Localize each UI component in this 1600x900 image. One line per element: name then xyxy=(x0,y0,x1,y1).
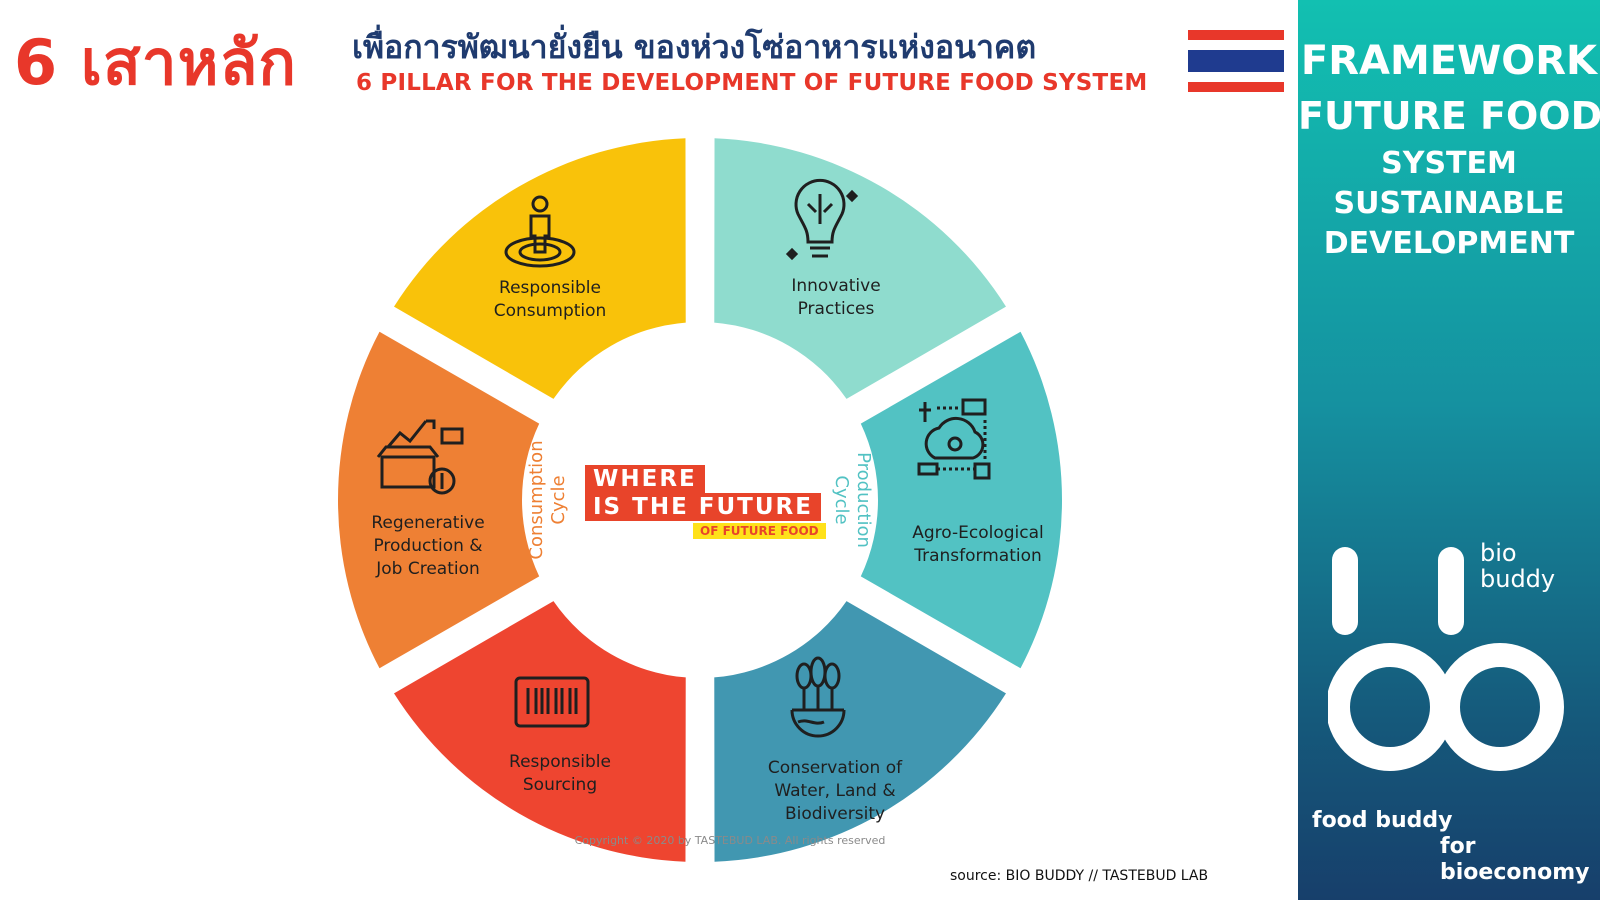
panel-title-line: DEVELOPMENT xyxy=(1323,226,1575,261)
footer-bioeconomy: bioeconomy xyxy=(1440,860,1590,885)
segment-responsible-consumption xyxy=(394,138,686,399)
english-subtitle: 6 PILLAR FOR THE DEVELOPMENT OF FUTURE F… xyxy=(356,70,1148,96)
panel-title-line: SUSTAINABLE xyxy=(1333,186,1565,221)
pillar-wheel xyxy=(338,138,1062,862)
lightbulb-circuit-icon xyxy=(785,178,859,261)
logo-text-bio: bio xyxy=(1480,539,1517,567)
right-panel: FRAMEWORK FUTURE FOOD SYSTEM SUSTAINABLE… xyxy=(1298,0,1600,900)
thai-subtitle: เพื่อการพัฒนายั่งยืน ของห่วงโซ่อาหารแห่ง… xyxy=(352,28,1037,66)
panel-title-line: FUTURE FOOD xyxy=(1298,94,1600,138)
cloud-network-icon xyxy=(917,398,991,480)
center-logo-line3: OF FUTURE FOOD xyxy=(693,523,826,539)
center-logo-line1: WHERE xyxy=(585,465,705,493)
footer-food-buddy: food buddy xyxy=(1312,808,1453,833)
segment-responsible-sourcing xyxy=(394,601,686,862)
center-logo: WHERE IS THE FUTURE OF FUTURE FOOD xyxy=(585,463,835,545)
copyright-text: Copyright © 2020 by TASTEBUD LAB. All ri… xyxy=(574,834,886,847)
segment-agro-ecological-transformation xyxy=(860,331,1062,669)
center-logo-line2: IS THE FUTURE xyxy=(585,493,821,521)
person-on-target-icon xyxy=(504,195,576,268)
main-title: 6 เสาหลัก xyxy=(14,26,297,99)
segment-innovative-practices xyxy=(714,138,1006,399)
trees-globe-icon xyxy=(790,656,846,738)
footer-for: for xyxy=(1440,834,1476,859)
segment-conservation xyxy=(714,601,1006,862)
barcode-icon xyxy=(514,676,590,728)
bio-buddy-logo-icon xyxy=(1328,547,1564,771)
panel-title-line: SYSTEM xyxy=(1381,146,1517,181)
box-growth-money-icon xyxy=(376,419,464,495)
source-text: source: BIO BUDDY // TASTEBUD LAB xyxy=(950,868,1209,884)
logo-text-buddy: buddy xyxy=(1480,565,1556,593)
thailand-flag-icon xyxy=(1188,30,1284,92)
panel-title-line: FRAMEWORK xyxy=(1300,38,1598,84)
segment-regenerative-production xyxy=(338,331,540,669)
